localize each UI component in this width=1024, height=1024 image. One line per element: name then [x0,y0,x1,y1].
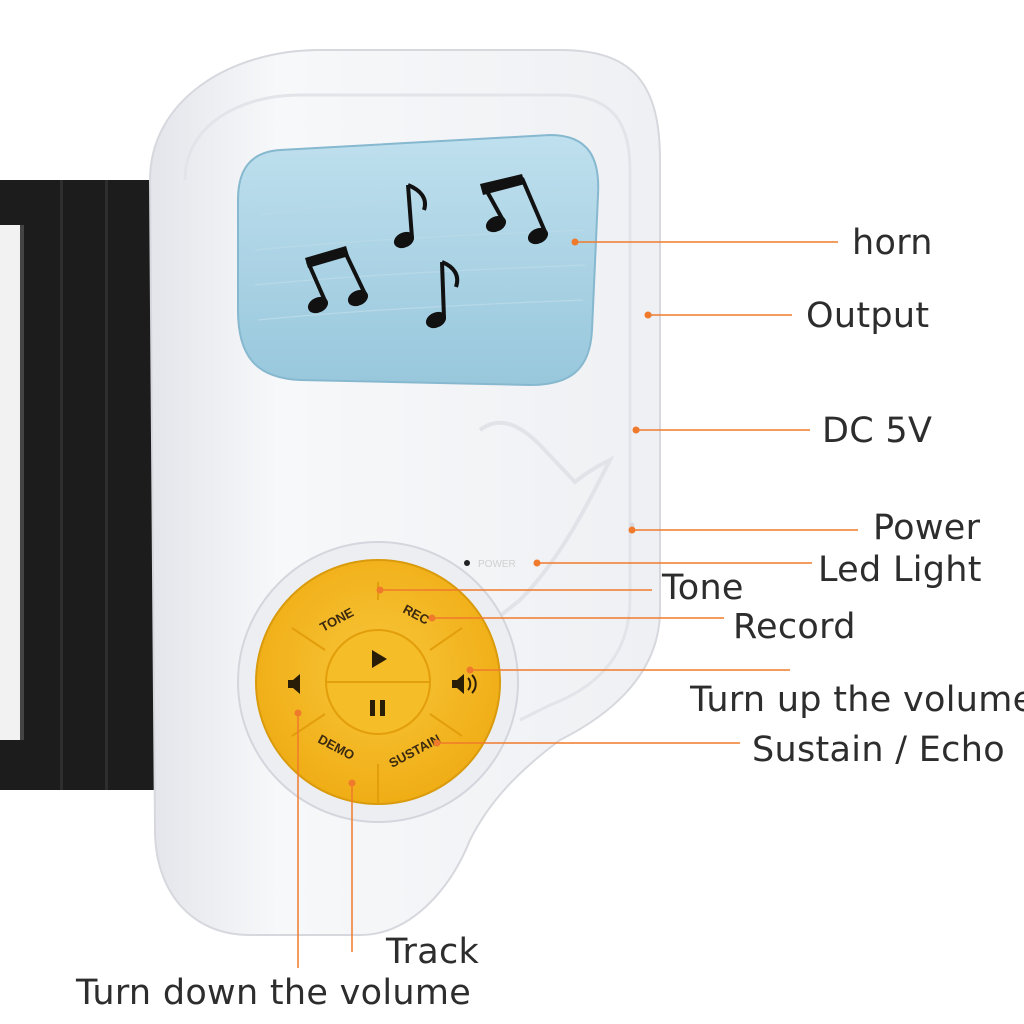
label-power: Power [873,508,981,548]
play-icon [372,650,387,668]
annotation-lines [294,238,858,968]
pause-button[interactable] [370,700,385,716]
label-tone: Tone [662,568,744,608]
label-led-light: Led Light [818,550,982,590]
music-notes-icon [305,174,549,329]
emboss-swoosh [468,420,615,642]
label-sustain-echo: Sustain / Echo [752,730,1005,770]
label-dc-5v: DC 5V [822,411,933,451]
volume-up-icon [452,674,477,694]
label-turn-up-volume: Turn up the volume [690,683,1024,718]
label-horn: horn [852,223,933,263]
label-turn-down-volume: Turn down the volume [76,973,472,1013]
pause-icon [370,700,375,716]
label-output: Output [806,296,930,336]
volume-up-button[interactable] [452,674,477,694]
label-record: Record [733,607,856,647]
led-light-icon [464,560,470,566]
horn-speaker [237,133,600,387]
play-button[interactable] [372,650,387,668]
volume-down-button[interactable] [288,674,300,694]
keyboard-strap [0,180,165,790]
label-track: Track [386,932,480,972]
volume-down-icon [288,674,300,694]
power-imprint: POWER [478,559,516,570]
